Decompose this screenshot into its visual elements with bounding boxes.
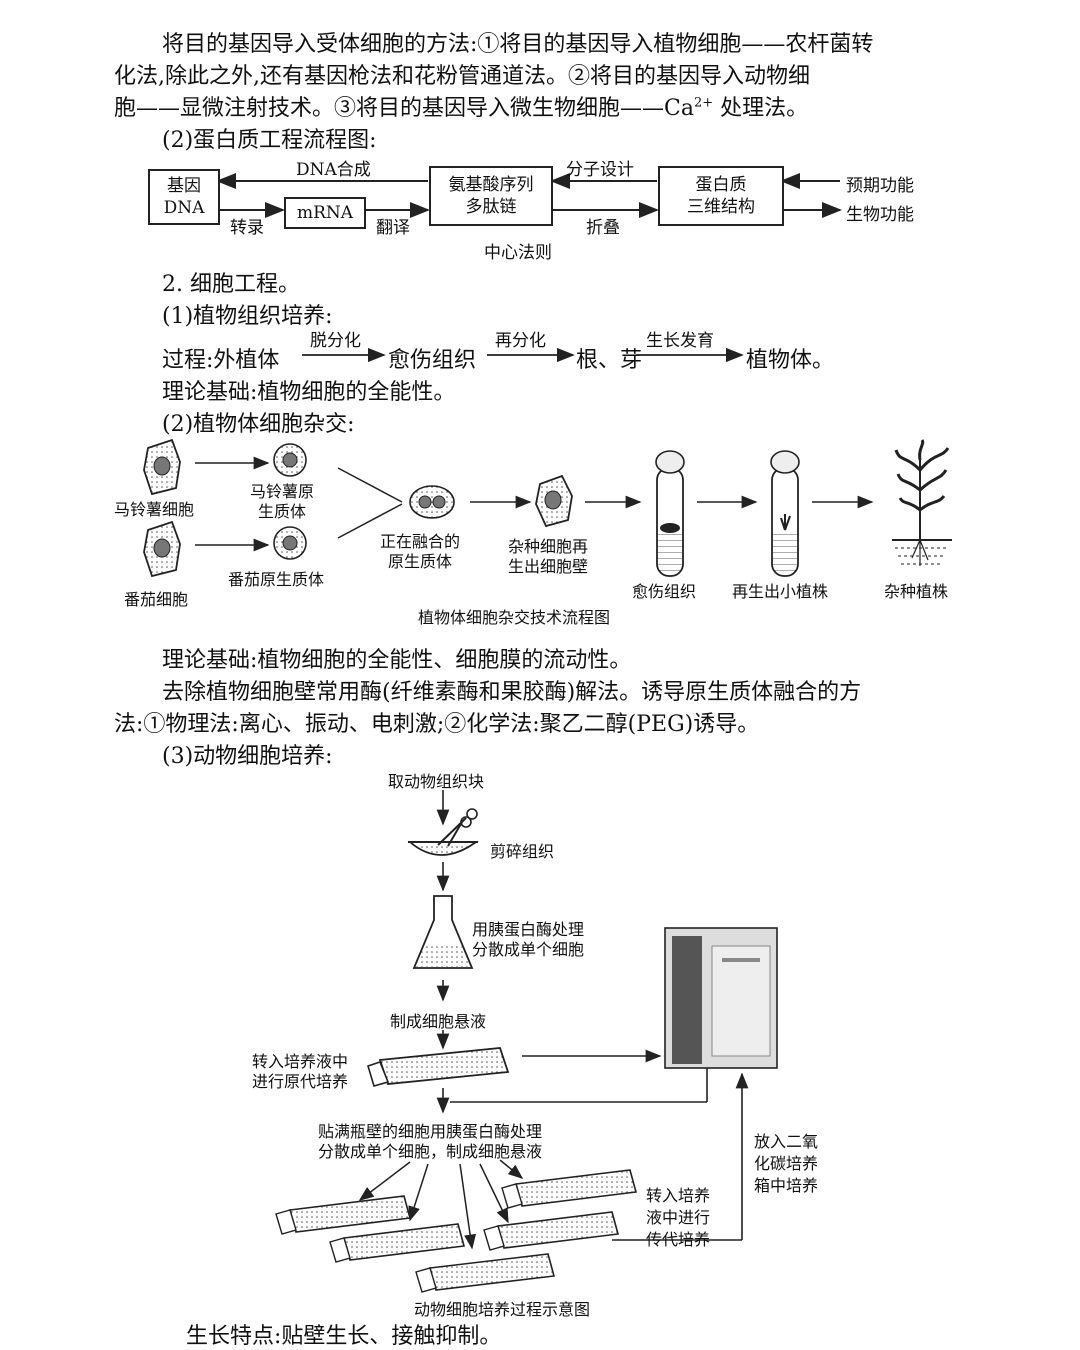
seedling-tube-icon — [770, 450, 800, 577]
intro-line-1: 将目的基因导入受体细胞的方法:①将目的基因导入植物细胞——农杆菌转 — [162, 32, 874, 57]
wall-removal-line-2: 法:①物理法:离心、振动、电刺激;②化学法:聚乙二醇(PEG)诱导。 — [114, 712, 760, 737]
take-tissue-label: 取动物组织块 — [388, 772, 485, 791]
protein-eng-heading: (2)蛋白质工程流程图: — [162, 128, 377, 153]
callus-tube-icon — [655, 450, 685, 577]
primary-culture-label-1: 转入培养液中 — [252, 1052, 349, 1071]
intro-line-3-end: 处理法。 — [720, 96, 809, 121]
wall-removal-line-1: 去除植物细胞壁常用酶(纤维素酶和果胶酶)解法。诱导原生质体融合的方 — [162, 680, 862, 705]
hybrid-diagram-caption: 植物体细胞杂交技术流程图 — [418, 608, 611, 627]
passage-bottle-icon — [501, 1169, 638, 1209]
callus-step: 愈伤组织 — [388, 348, 477, 373]
passage-label-3: 传代培养 — [646, 1230, 711, 1249]
protein-label: 蛋白质 — [695, 175, 747, 195]
passage-label-1: 转入培养 — [646, 1186, 711, 1205]
biological-function-label: 生物功能 — [846, 205, 914, 225]
intro-line-3-main: 胞——显微注射技术。③将目的基因导入微生物细胞——Ca — [114, 96, 694, 121]
tomato-cell-icon — [143, 520, 181, 578]
wall-cells-label-2: 分散成单个细胞，制成细胞悬液 — [318, 1142, 543, 1161]
amino-acid-label: 氨基酸序列 — [448, 175, 534, 195]
folding-label: 折叠 — [586, 218, 620, 238]
co2-incubator-icon — [664, 927, 778, 1069]
theory-2: 理论基础:植物细胞的全能性、细胞膜的流动性。 — [162, 648, 632, 673]
hybrid-cell-icon — [535, 474, 573, 528]
amino-acid-box: 氨基酸序列 多肽链 — [429, 166, 553, 226]
redifferentiation-label: 再分化 — [495, 331, 546, 351]
polypeptide-label: 多肽链 — [465, 197, 517, 217]
animal-diagram-caption: 动物细胞培养过程示意图 — [414, 1300, 591, 1319]
tomato-protoplast-icon — [273, 526, 307, 560]
hybrid-heading: (2)植物体细胞杂交: — [162, 412, 355, 437]
animal-culture-heading: (3)动物细胞培养: — [162, 744, 333, 769]
primary-culture-bottle-icon — [367, 1047, 510, 1087]
callus-label: 愈伤组织 — [632, 582, 697, 601]
dna-synthesis-label: DNA合成 — [296, 160, 371, 180]
central-dogma-label: 中心法则 — [484, 243, 552, 263]
hybrid-wall-label-1: 杂种细胞再 — [508, 537, 589, 556]
co2-label-1: 放入二氧 — [754, 1132, 819, 1151]
hybrid-plant-icon — [892, 439, 952, 566]
hybrid-wall-label-2: 生出细胞壁 — [508, 557, 589, 576]
growth-label: 生长发育 — [646, 331, 714, 351]
molecular-design-label: 分子设计 — [566, 160, 634, 180]
3d-structure-label: 三维结构 — [687, 197, 755, 217]
dish-scissors-icon — [407, 808, 479, 856]
trypsin-label-2: 分散成单个细胞 — [472, 940, 585, 959]
gene-label: 基因 — [167, 176, 201, 196]
passage-bottle-icon — [329, 1223, 466, 1263]
potato-cell-label: 马铃薯细胞 — [114, 500, 195, 519]
fusing-protoplast-icon — [409, 485, 455, 519]
calcium-superscript: 2+ — [693, 95, 714, 111]
seedling-label: 再生出小植株 — [732, 582, 829, 601]
theory-1: 理论基础:植物细胞的全能性。 — [162, 380, 456, 405]
fusing-label-1: 正在融合的 — [380, 532, 461, 551]
plant-tissue-heading: (1)植物组织培养: — [162, 304, 333, 329]
co2-label-2: 化碳培养 — [754, 1154, 819, 1173]
dna-label: DNA — [163, 198, 205, 218]
potato-protoplast-icon — [273, 443, 307, 477]
translation-label: 翻译 — [376, 218, 410, 238]
tomato-protoplast-label: 番茄原生质体 — [228, 570, 325, 589]
conical-flask-icon — [412, 895, 474, 969]
mince-label: 剪碎组织 — [490, 842, 555, 861]
protein-structure-box: 蛋白质 三维结构 — [658, 166, 784, 226]
primary-culture-label-2: 进行原代培养 — [252, 1072, 349, 1091]
intro-line-2: 化法,除此之外,还有基因枪法和花粉管通道法。②将目的基因导入动物细 — [114, 64, 810, 89]
potato-cell-icon — [143, 438, 181, 496]
tomato-cell-label: 番茄细胞 — [124, 590, 189, 609]
suspension-label: 制成细胞悬液 — [390, 1012, 487, 1031]
passage-bottle-icon — [415, 1253, 556, 1293]
potato-protoplast-label-2: 生质体 — [258, 502, 307, 521]
gene-dna-box: 基因 DNA — [148, 169, 220, 225]
co2-label-3: 箱中培养 — [754, 1176, 819, 1195]
process-prefix: 过程:外植体 — [162, 348, 280, 373]
dedifferentiation-label: 脱分化 — [310, 331, 361, 351]
mrna-box: mRNA — [284, 197, 366, 229]
hybrid-plant-label: 杂种植株 — [884, 582, 949, 601]
mrna-label: mRNA — [296, 203, 354, 223]
cell-eng-heading: 2. 细胞工程。 — [162, 272, 300, 297]
intro-line-3: 胞——显微注射技术。③将目的基因导入微生物细胞——Ca2+ 处理法。 — [114, 90, 808, 122]
passage-bottle-icon — [275, 1195, 412, 1235]
passage-bottle-icon — [483, 1211, 620, 1251]
plant-step: 植物体。 — [746, 348, 835, 373]
passage-label-2: 液中进行 — [646, 1208, 711, 1227]
roots-shoots-step: 根、芽 — [576, 348, 643, 373]
potato-protoplast-label-1: 马铃薯原 — [250, 482, 315, 501]
fusing-label-2: 原生质体 — [388, 552, 453, 571]
expected-function-label: 预期功能 — [846, 176, 914, 196]
growth-characteristics: 生长特点:贴壁生长、接触抑制。 — [186, 1324, 502, 1349]
trypsin-label-1: 用胰蛋白酶处理 — [472, 920, 585, 939]
wall-cells-label-1: 贴满瓶壁的细胞用胰蛋白酶处理 — [318, 1122, 543, 1141]
transcription-label: 转录 — [230, 218, 264, 238]
